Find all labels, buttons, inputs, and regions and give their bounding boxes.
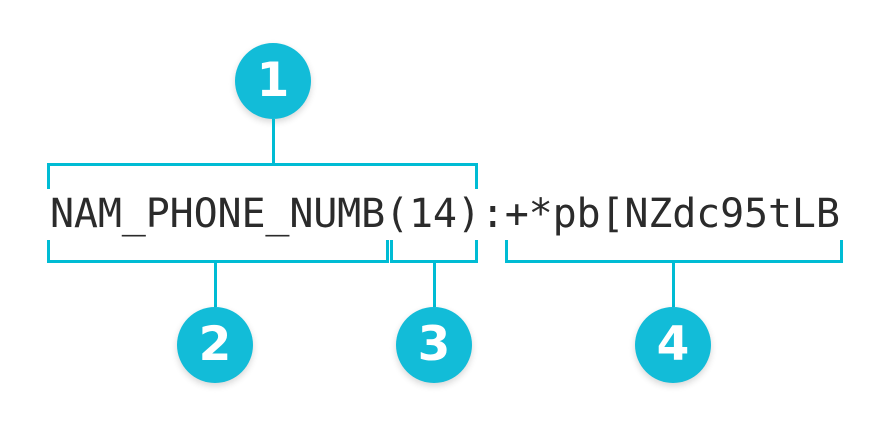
badge-3-connector (433, 260, 436, 307)
bracket-3-left-tick (390, 240, 393, 263)
bracket-1-top-rail (47, 163, 478, 166)
bracket-2-left-tick (47, 240, 50, 263)
badge-3: 3 (396, 307, 472, 383)
bracket-1-right-tick (475, 163, 478, 189)
bracket-2-bottom-rail (47, 260, 389, 263)
code-string: NAM_PHONE_NUMB(14):+*pb[NZdc95tLB (50, 191, 840, 237)
badge-2: 2 (177, 307, 253, 383)
bracket-2-right-tick (386, 240, 389, 263)
bracket-3-right-tick (475, 240, 478, 263)
badge-4-connector (672, 260, 675, 307)
badge-4: 4 (635, 307, 711, 383)
badge-1: 1 (235, 43, 311, 119)
bracket-4-right-tick (840, 240, 843, 263)
bracket-4-left-tick (505, 240, 508, 263)
badge-2-connector (214, 260, 217, 307)
badge-1-connector (272, 119, 275, 165)
bracket-1-left-tick (47, 163, 50, 189)
